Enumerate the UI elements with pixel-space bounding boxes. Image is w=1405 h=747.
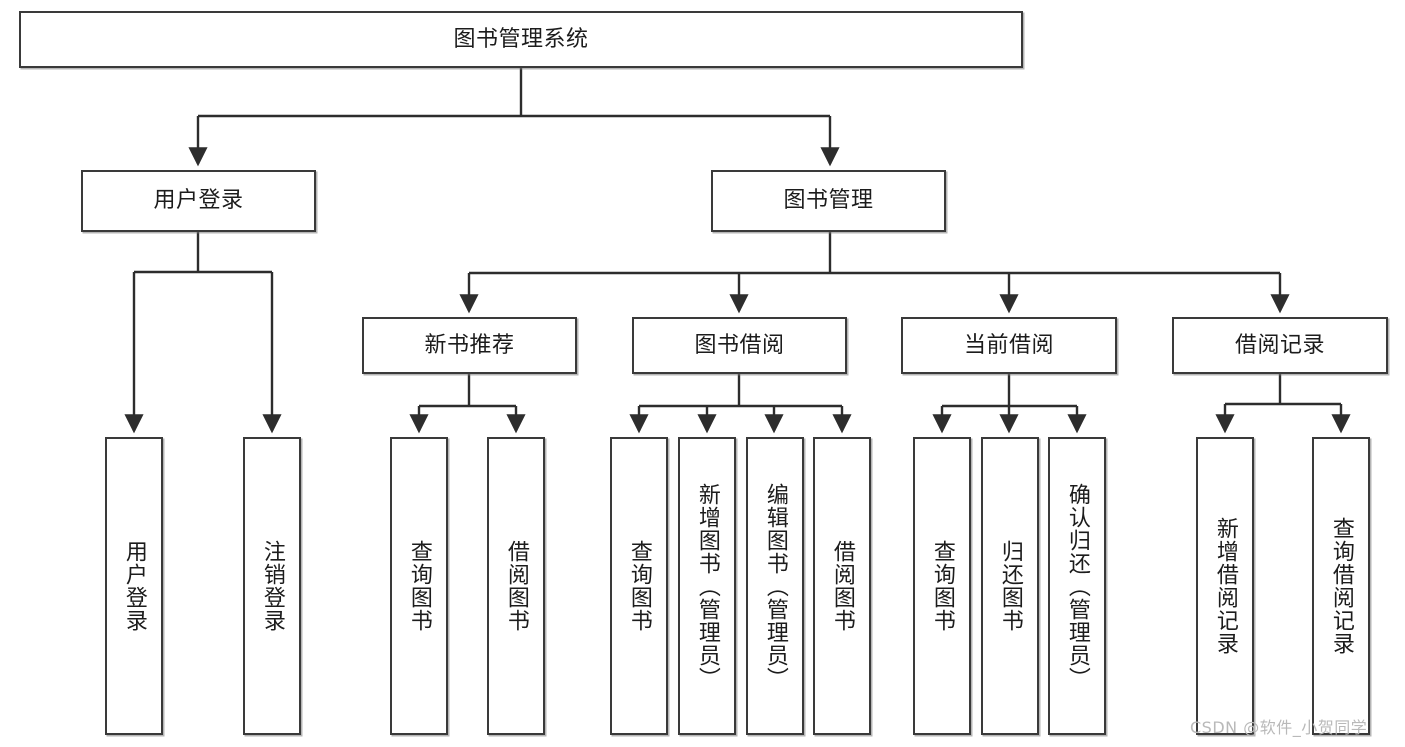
node-leaf-add-book-admin[interactable]: 新增图书（管理员） [678,437,736,735]
node-leaf-edit-book-admin-label: 编辑图书（管理员） [762,482,788,690]
node-leaf-query-book-borrow[interactable]: 查询图书 [610,437,668,735]
node-leaf-borrow-book-label: 借阅图书 [829,540,855,632]
node-current-borrow[interactable]: 当前借阅 [901,317,1117,374]
node-leaf-query-borrow-record[interactable]: 查询借阅记录 [1312,437,1370,735]
node-book-manage[interactable]: 图书管理 [711,170,946,232]
node-leaf-query-book-current-label: 查询图书 [929,540,955,632]
node-leaf-add-borrow-record[interactable]: 新增借阅记录 [1196,437,1254,735]
node-leaf-logout[interactable]: 注销登录 [243,437,301,735]
node-leaf-borrow-book-recommend[interactable]: 借阅图书 [487,437,545,735]
node-user-login-label: 用户登录 [153,188,244,214]
node-leaf-logout-label: 注销登录 [259,540,285,632]
node-borrow-record[interactable]: 借阅记录 [1172,317,1388,374]
node-book-manage-label: 图书管理 [783,188,874,214]
node-user-login[interactable]: 用户登录 [81,170,316,232]
node-leaf-add-borrow-record-label: 新增借阅记录 [1212,517,1238,655]
node-new-book-recommend-label: 新书推荐 [424,332,515,358]
node-root-system[interactable]: 图书管理系统 [19,11,1023,68]
node-leaf-return-book-label: 归还图书 [997,540,1023,632]
node-leaf-confirm-return-admin-label: 确认归还（管理员） [1064,482,1090,690]
node-borrow-record-label: 借阅记录 [1234,332,1325,358]
node-book-borrow[interactable]: 图书借阅 [632,317,847,374]
node-leaf-user-login[interactable]: 用户登录 [105,437,163,735]
node-leaf-query-book-current[interactable]: 查询图书 [913,437,971,735]
node-leaf-return-book[interactable]: 归还图书 [981,437,1039,735]
node-leaf-query-book-borrow-label: 查询图书 [626,540,652,632]
node-leaf-add-book-admin-label: 新增图书（管理员） [694,482,720,690]
node-leaf-user-login-label: 用户登录 [121,540,147,632]
node-book-borrow-label: 图书借阅 [694,332,785,358]
node-leaf-borrow-book-recommend-label: 借阅图书 [503,540,529,632]
node-leaf-edit-book-admin[interactable]: 编辑图书（管理员） [746,437,804,735]
node-leaf-confirm-return-admin[interactable]: 确认归还（管理员） [1048,437,1106,735]
node-new-book-recommend[interactable]: 新书推荐 [362,317,577,374]
node-leaf-query-borrow-record-label: 查询借阅记录 [1328,517,1354,655]
node-leaf-borrow-book[interactable]: 借阅图书 [813,437,871,735]
watermark-text: CSDN @软件_小贺同学 [1190,718,1368,737]
node-current-borrow-label: 当前借阅 [963,332,1054,358]
node-root-system-label: 图书管理系统 [453,26,589,52]
node-leaf-query-book-recommend-label: 查询图书 [406,540,432,632]
node-leaf-query-book-recommend[interactable]: 查询图书 [390,437,448,735]
